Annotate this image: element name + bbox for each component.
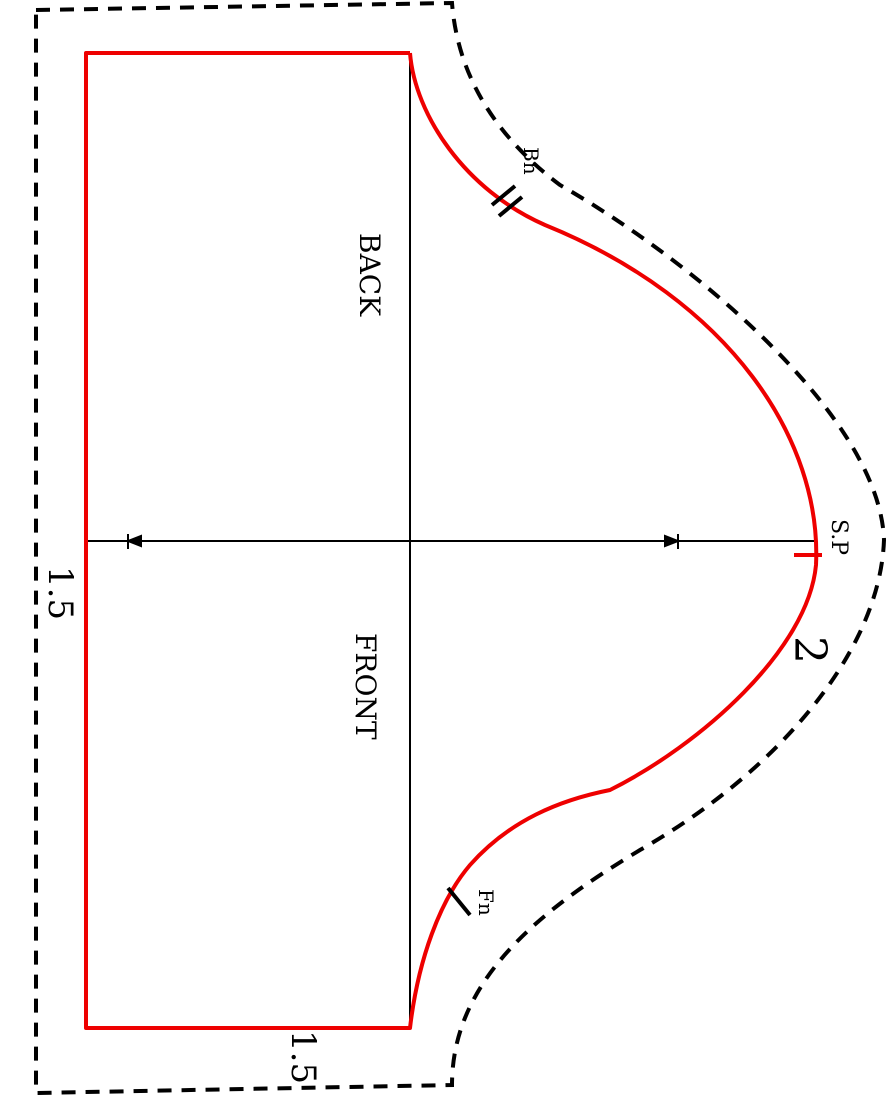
stitch-line — [84, 51, 819, 1030]
measurement-arrow — [125, 534, 681, 549]
back-notch-mark — [490, 184, 524, 218]
seam-allowance-left-label: 1.5 — [40, 566, 80, 620]
seam-allowance-bottom-label: 1.5 — [283, 1030, 323, 1084]
shoulder-point-label: S.P — [826, 519, 851, 555]
front-notch-label: Fn — [474, 889, 498, 916]
front-label: FRONT — [349, 633, 382, 740]
front-notch-mark — [446, 886, 472, 917]
back-notch-label: Bn — [519, 147, 543, 175]
cutting-line — [34, 0, 887, 1096]
seam-allowance-curve-label: 2 — [784, 636, 835, 664]
back-label: BACK — [353, 233, 386, 317]
